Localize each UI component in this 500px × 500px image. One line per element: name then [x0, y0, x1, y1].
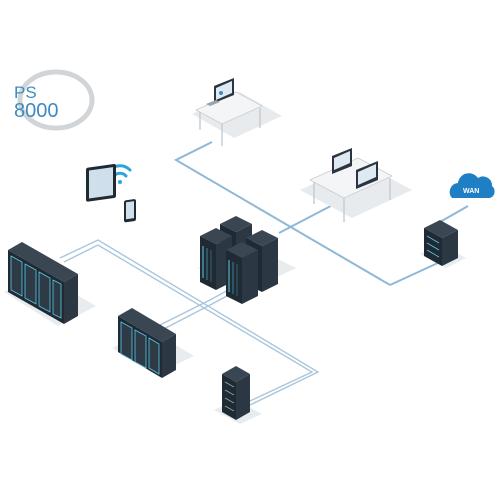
cable-main-b	[63, 244, 314, 402]
cloud-icon	[449, 173, 495, 198]
wan-server	[420, 220, 466, 268]
workstation-desk-1	[192, 78, 282, 146]
desk2-monitor-right	[356, 161, 378, 189]
phone-icon	[124, 199, 136, 223]
link-cloud	[439, 205, 469, 223]
desk1-keyboard	[206, 100, 220, 106]
rack-row-middle	[112, 308, 194, 378]
rack-single-bottom	[214, 366, 262, 424]
logo-line2: 8000	[14, 100, 59, 122]
desk2-monitor-left	[332, 148, 352, 174]
link-wan-server	[389, 261, 441, 286]
logo-swoosh	[17, 69, 95, 131]
mobile-devices	[86, 163, 136, 223]
ps8000-logo: PS 8000	[14, 69, 95, 131]
workstation-desk-2	[300, 148, 412, 222]
rack-row-left	[4, 242, 96, 326]
desk1-monitor	[214, 78, 234, 103]
central-server-cluster	[198, 215, 296, 305]
tablet-icon	[86, 163, 116, 202]
logo-line1: PS	[14, 83, 37, 102]
server-tower-front	[225, 241, 259, 305]
wan-cloud: WAN	[449, 173, 495, 198]
cloud-label: WAN	[463, 188, 479, 195]
link-desk1	[173, 141, 391, 286]
